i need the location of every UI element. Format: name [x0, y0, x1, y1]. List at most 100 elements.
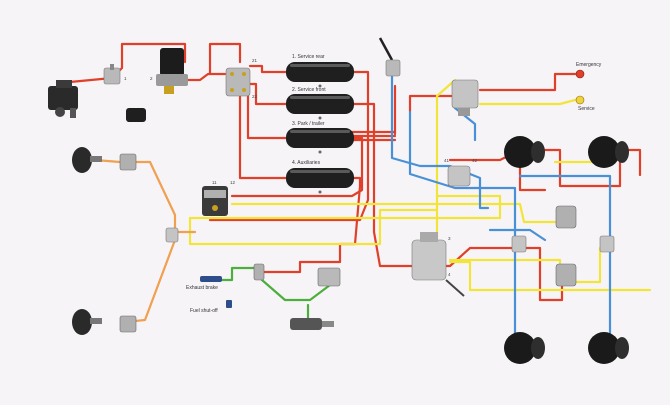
- chamber-red-line-1: [530, 148, 622, 188]
- drain-valve: [318, 190, 322, 194]
- rear-relay-red-line: [418, 246, 564, 302]
- orange-front-line: [93, 158, 177, 324]
- fuel-shutoff-control: Fuel shut-off: [190, 300, 232, 314]
- front-quick-release-valve: [119, 153, 137, 171]
- tank-service-rear: 1. Service rear: [286, 54, 354, 82]
- valve-port: [242, 88, 246, 92]
- rear-brake-chamber-2: [588, 136, 629, 168]
- port-number: 12: [230, 180, 236, 185]
- tank3-line: [246, 92, 290, 140]
- valve-port: [230, 88, 234, 92]
- chamber-spring: [615, 337, 629, 359]
- load-valve-body: [411, 239, 447, 281]
- tank-highlight: [290, 96, 350, 99]
- drain-valve: [318, 116, 322, 120]
- yellow-cross-line: [188, 208, 438, 246]
- tank-label: 1. Service rear: [292, 54, 325, 60]
- auxiliary-green-lines: [220, 266, 332, 322]
- compressor-pulley: [55, 107, 65, 117]
- fuel-shutoff-label: Fuel shut-off: [190, 308, 218, 314]
- air-dryer: [156, 48, 188, 94]
- chamber-diaphragm: [72, 147, 92, 173]
- tank-label: 3. Park / trailer: [292, 121, 325, 127]
- chamber-body: [504, 136, 536, 168]
- green-exhaust-line: [220, 266, 264, 282]
- yellow-right-line: [448, 260, 652, 292]
- pneumatic-cylinder: [290, 318, 334, 330]
- blue-right-line: [518, 174, 612, 337]
- auxiliary-valve-block: [317, 267, 341, 287]
- solenoid-valve: [253, 263, 265, 281]
- rear-brake-chamber-4: [588, 332, 629, 364]
- valve-port: [242, 72, 246, 76]
- wet-tank: [126, 108, 146, 122]
- coupling-head-service: [575, 95, 585, 105]
- drain-valve: [318, 150, 322, 154]
- front-brake-chamber-top: [72, 147, 102, 173]
- emergency-line: [478, 72, 577, 92]
- tank-service-front: 2. Service front: [286, 87, 354, 114]
- blue-rear-line: [408, 110, 517, 337]
- trailer-valve-port: [458, 108, 470, 116]
- dryer-to-protection-line: [183, 72, 227, 82]
- hand-brake-valve: [378, 37, 401, 77]
- chamber-spring: [531, 141, 545, 163]
- compressor-body: [48, 86, 78, 110]
- pipe-network: [68, 42, 652, 337]
- spring-brake-relay-lower: [555, 263, 577, 287]
- trailer-control-valve: [451, 79, 479, 116]
- tank-right-manifold-3: [230, 136, 364, 198]
- compressor-fitting: [70, 108, 76, 118]
- spring-brake-relay-upper: [555, 205, 577, 229]
- tank-highlight: [290, 130, 350, 133]
- governor-body: [103, 67, 121, 85]
- yellow-valve-line: [230, 202, 562, 224]
- foot-brake-valve: [202, 186, 228, 216]
- port-number: 41: [444, 158, 450, 163]
- auxiliary-line: [260, 176, 362, 274]
- service-trailer-line: [478, 98, 577, 106]
- dryer-canister: [160, 48, 184, 76]
- chamber-spring: [531, 337, 545, 359]
- protection-top-loop: [208, 42, 242, 76]
- air-tanks: 1. Service rear 2. Service front 3. Park…: [286, 54, 354, 194]
- exhaust-brake-label: Exhaust brake: [186, 285, 218, 291]
- rear-quick-release-right: [599, 235, 615, 253]
- chamber-body: [588, 332, 620, 364]
- cylinder-body: [290, 318, 322, 330]
- governor-valve: [103, 64, 121, 85]
- load-valve-cap: [420, 232, 438, 242]
- port-number: 2: [150, 76, 153, 81]
- exhaust-brake-control: Exhaust brake: [186, 276, 222, 291]
- chamber-red-line-2: [623, 148, 642, 177]
- components: Emergency Service Exhaust brake: [48, 37, 629, 364]
- tank-highlight: [290, 64, 350, 67]
- port-number: 42: [472, 158, 478, 163]
- chamber-pushrod: [90, 318, 102, 324]
- trailer-valve-body: [451, 79, 479, 109]
- front-relay-valve: [119, 315, 137, 333]
- coupling-label-service: Service: [578, 106, 595, 112]
- exhaust-brake-cylinder: [200, 276, 222, 282]
- green-fuel-line: [260, 278, 332, 302]
- tank-label: 2. Service front: [292, 87, 326, 93]
- compressor-head: [56, 80, 72, 88]
- protection-valve-body: [225, 67, 251, 97]
- port-number: 4: [448, 272, 451, 277]
- four-circuit-protection-valve: [225, 67, 251, 97]
- compressor: [48, 80, 78, 118]
- chamber-body: [504, 332, 536, 364]
- rear-brake-chamber-1: [504, 136, 545, 168]
- tank-highlight: [290, 170, 350, 173]
- trailer-coupling-emergency: Emergency: [575, 62, 602, 79]
- drain-valve: [318, 84, 322, 88]
- tank-right-manifold: [208, 70, 370, 222]
- port-number: 22: [252, 94, 258, 99]
- tank1-line: [248, 64, 290, 74]
- tank-auxiliaries: 4. Auxiliaries: [286, 160, 354, 188]
- foot-valve-port: [212, 205, 218, 211]
- tank2-line: [248, 82, 290, 106]
- foot-valve-pedal: [204, 190, 226, 198]
- coupling-label-emergency: Emergency: [576, 62, 602, 68]
